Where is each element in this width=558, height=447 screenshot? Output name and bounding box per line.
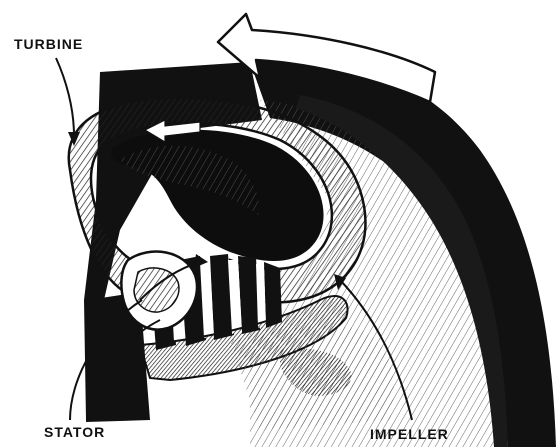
impeller-label: IMPELLER <box>370 426 449 442</box>
torus-inner-core <box>111 130 323 261</box>
stator-label: STATOR <box>44 424 105 440</box>
turbine-leader-line <box>56 58 74 136</box>
turbine-label: TURBINE <box>14 36 83 52</box>
